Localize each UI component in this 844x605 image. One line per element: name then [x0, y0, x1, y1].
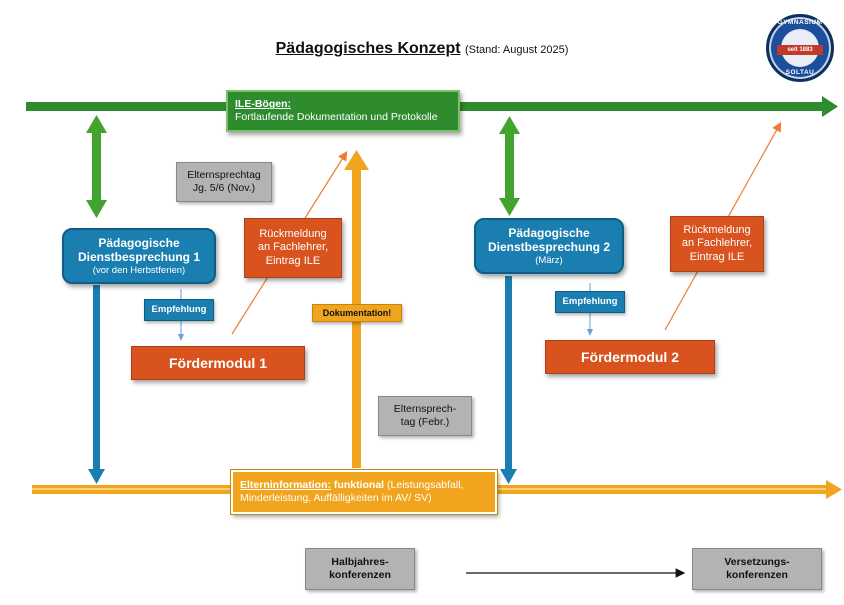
rueck-1-line1: Rückmeldung: [259, 228, 327, 241]
dienst-2-line1: Pädagogische: [508, 225, 590, 240]
rueckmeldung-2-box: Rückmeldung an Fachlehrer, Eintrag ILE: [670, 216, 764, 272]
halbjahr-line2: konferenzen: [329, 569, 391, 581]
green-double-arrow-1: [86, 115, 107, 218]
logo-band-text: seit 1883: [777, 45, 823, 55]
logo-bottom-text: SOLTAU: [785, 69, 815, 76]
foerdermodul-1-label: Fördermodul 1: [168, 354, 267, 371]
elternsprechtag-2-line1: Elternsprech-: [393, 403, 457, 416]
dienst-2-line2: Dienstbesprechung 2: [487, 240, 611, 255]
ile-box: ILE-Bögen: Fortlaufende Dokumentation un…: [226, 90, 460, 132]
empfehlung-1-box: Empfehlung: [144, 299, 214, 321]
rueck-2-line1: Rückmeldung: [683, 224, 751, 237]
empfehlung-2-box: Empfehlung: [555, 291, 625, 313]
title-main: Pädagogisches Konzept: [275, 40, 461, 57]
dienst-2-line3: (März): [535, 254, 563, 266]
foerdermodul-2-label: Fördermodul 2: [580, 348, 679, 365]
elternsprechtag-1-line2: Jg. 5/6 (Nov.): [192, 182, 256, 194]
dienstbesprechung-2-box: Pädagogische Dienstbesprechung 2 (März): [474, 218, 624, 274]
rueckmeldung-1-box: Rückmeldung an Fachlehrer, Eintrag ILE: [244, 218, 342, 278]
foerdermodul-2-box: Fördermodul 2: [545, 340, 715, 374]
ile-heading: ILE-Bögen:: [235, 98, 291, 111]
elterninformation-box: Elterninformation: funktional (Leistungs…: [230, 469, 498, 515]
blue-down-arrow-2: [500, 276, 517, 484]
elternsprechtag-1-box: Elternsprechtag Jg. 5/6 (Nov.): [176, 162, 272, 202]
green-double-arrow-2: [499, 116, 520, 216]
blue-down-arrow-1: [88, 285, 105, 484]
page-title: Pädagogisches Konzept (Stand: August 202…: [0, 40, 844, 58]
eltern-rest-1: (Leistungsabfall,: [387, 479, 464, 492]
rueck-1-line3: Eintrag ILE: [265, 254, 321, 267]
school-logo: GYMNASIUM seit 1883 SOLTAU: [766, 14, 834, 82]
eltern-bold: funktional: [333, 479, 385, 492]
halbjahreskonferenzen-box: Halbjahres- konferenzen: [305, 548, 415, 590]
rueck-2-line2: an Fachlehrer,: [681, 237, 753, 250]
elternsprechtag-2-box: Elternsprech- tag (Febr.): [378, 396, 472, 436]
dokumentation-label: Dokumentation!: [322, 307, 392, 318]
dienstbesprechung-1-box: Pädagogische Dienstbesprechung 1 (vor de…: [62, 228, 216, 284]
empfehlung-1-label: Empfehlung: [151, 304, 207, 316]
versetzungskonferenzen-box: Versetzungs- konferenzen: [692, 548, 822, 590]
ile-text: Fortlaufende Dokumentation und Protokoll…: [235, 111, 438, 123]
dokumentation-box: Dokumentation!: [312, 304, 402, 322]
elternsprechtag-2-line2: tag (Febr.): [400, 416, 450, 428]
eltern-rest-2: Minderleistung, Auffälligkeiten im AV/ S…: [240, 492, 432, 504]
dienst-1-line1: Pädagogische: [98, 235, 180, 250]
versetzung-line2: konferenzen: [726, 569, 788, 581]
dienst-1-line3: (vor den Herbstferien): [92, 264, 186, 276]
logo-top-text: GYMNASIUM: [777, 19, 823, 26]
elternsprechtag-1-line1: Elternsprechtag: [187, 169, 261, 182]
halbjahr-line1: Halbjahres-: [331, 556, 389, 569]
dienst-1-line2: Dienstbesprechung 1: [77, 250, 201, 265]
versetzung-line1: Versetzungs-: [724, 556, 790, 569]
rueck-2-line3: Eintrag ILE: [689, 250, 745, 263]
eltern-heading: Elterninformation:: [240, 479, 331, 492]
foerdermodul-1-box: Fördermodul 1: [131, 346, 305, 380]
rueck-1-line2: an Fachlehrer,: [257, 241, 329, 254]
title-sub: (Stand: August 2025): [465, 44, 569, 56]
empfehlung-2-label: Empfehlung: [562, 296, 618, 308]
